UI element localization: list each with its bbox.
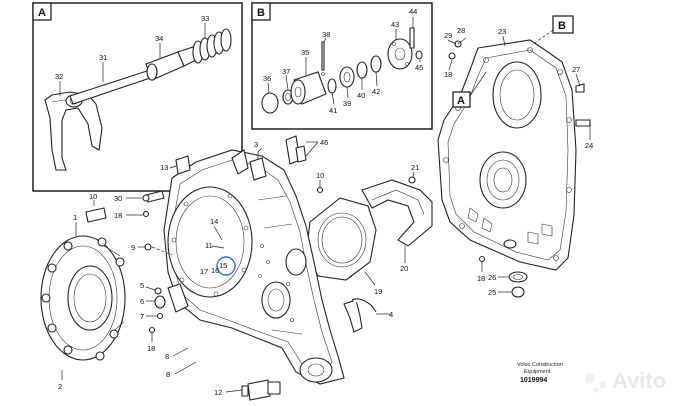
- part-label-46: 46: [320, 138, 328, 147]
- part-label-9: 9: [131, 243, 135, 252]
- part-label-45: 45: [415, 63, 423, 72]
- small-seal-part: [154, 295, 166, 309]
- part-label-10-top: 10: [316, 171, 324, 180]
- part-label-29: 29: [444, 31, 452, 40]
- detail-box-a-letter: A: [38, 7, 46, 19]
- part-label-12: 12: [214, 388, 222, 397]
- part-label-35: 35: [301, 48, 309, 57]
- part-label-3: 3: [254, 140, 258, 149]
- part-label-23: 23: [498, 27, 506, 36]
- part-label-4: 4: [389, 310, 393, 319]
- guard-plate-part: [361, 179, 433, 247]
- plug-part: [511, 286, 525, 298]
- callout-b-letter: B: [558, 20, 566, 32]
- caption-block: Volvo Construction Equipment 1019994: [517, 362, 563, 384]
- part-label-8b: 8: [166, 370, 170, 379]
- part-label-7: 7: [140, 312, 144, 321]
- callout-b-box: [552, 15, 574, 34]
- part-label-17: 17: [200, 267, 208, 276]
- part-label-13: 13: [160, 163, 168, 172]
- transmission-housing-part: [163, 149, 345, 385]
- spring-part: [192, 28, 232, 64]
- part-label-32: 32: [55, 72, 63, 81]
- part-label-34: 34: [155, 34, 163, 43]
- rear-housing-cover-part: [437, 39, 591, 271]
- detail-box-b-letter: B: [257, 7, 265, 19]
- part-label-18-bottomright: 18: [477, 274, 485, 283]
- avito-watermark: Avito: [585, 368, 666, 393]
- part-label-44: 44: [409, 7, 417, 16]
- part-label-25: 25: [488, 288, 496, 297]
- watermark-text: Avito: [612, 368, 666, 393]
- part-label-43: 43: [391, 20, 399, 29]
- part-label-31: 31: [99, 53, 107, 62]
- gasket-part: [305, 197, 377, 281]
- callout-a-letter: A: [457, 95, 465, 107]
- callout-a-box: [452, 91, 471, 108]
- part-label-37: 37: [282, 67, 290, 76]
- caption-drawing-number: 1019994: [520, 377, 547, 384]
- part-label-2: 2: [58, 382, 62, 391]
- part-label-26: 26: [488, 273, 496, 282]
- oring-part: [261, 92, 279, 114]
- part-label-18-lower: 18: [147, 344, 155, 353]
- part-label-41: 41: [329, 106, 337, 115]
- seal-ring-part: [508, 271, 528, 283]
- valve-housing-part: [290, 71, 327, 105]
- part-label-28: 28: [457, 26, 465, 35]
- cover-plate-part: [387, 38, 413, 70]
- caption-company: Volvo Construction: [517, 362, 563, 368]
- part-label-8: 8: [165, 352, 169, 361]
- part-label-6: 6: [140, 297, 144, 306]
- part-label-33: 33: [201, 14, 209, 23]
- part-label-18-left: 18: [114, 211, 122, 220]
- pipe-part: [343, 298, 377, 333]
- part-label-30: 30: [114, 194, 122, 203]
- part-label-18-right: 18: [444, 70, 452, 79]
- part-label-15: 15: [219, 261, 227, 270]
- temp-sender-part: [241, 379, 281, 401]
- part-label-16: 16: [211, 266, 219, 275]
- part-label-42: 42: [372, 87, 380, 96]
- part-label-24: 24: [585, 141, 593, 150]
- highlight-ring: [216, 256, 236, 276]
- part-label-11: 11: [205, 241, 213, 250]
- detail-box-a: A 33 34 31: [32, 2, 243, 192]
- part-label-14: 14: [210, 217, 218, 226]
- part-label-10: 10: [89, 192, 97, 201]
- part-label-40: 40: [357, 91, 365, 100]
- flange-coupling-part: [40, 235, 126, 361]
- part-label-20: 20: [400, 264, 408, 273]
- id-plate-part: [85, 207, 107, 223]
- part-label-27: 27: [572, 65, 580, 74]
- part-label-19: 19: [374, 287, 382, 296]
- part-label-36: 36: [263, 74, 271, 83]
- part-label-5: 5: [140, 281, 144, 290]
- part-label-21: 21: [411, 163, 419, 172]
- detail-box-b: B: [251, 2, 433, 130]
- part-label-39: 39: [343, 99, 351, 108]
- part-label-38: 38: [322, 30, 330, 39]
- part-label-1: 1: [73, 213, 77, 222]
- caption-equipment: Equipment: [524, 369, 551, 375]
